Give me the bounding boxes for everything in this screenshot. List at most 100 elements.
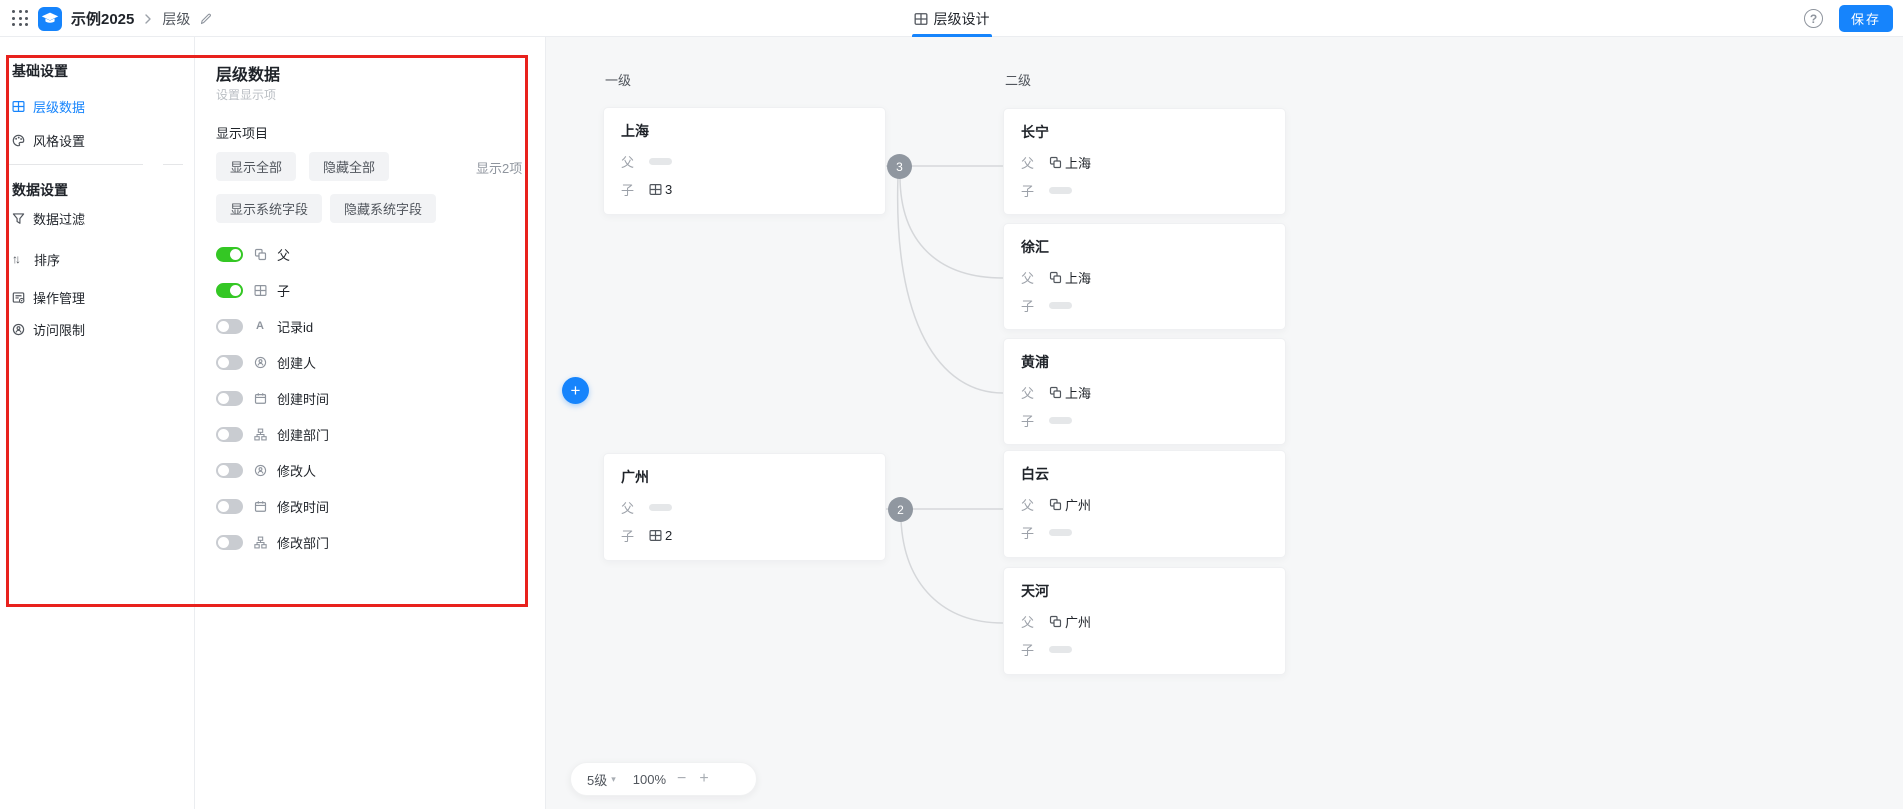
parent-field-label: 父 [1021, 156, 1035, 171]
field-row-modifier: 修改人 [216, 452, 516, 488]
node-card-tianhe[interactable]: 天河 父 广州 子 [1003, 567, 1286, 675]
field-toggle[interactable] [216, 462, 243, 478]
sidebar-item-data-filter[interactable]: 数据过滤 [12, 208, 85, 228]
child-field-label: 子 [1021, 414, 1035, 429]
field-toggle[interactable] [216, 498, 243, 514]
tab-label: 层级设计 [933, 10, 990, 27]
field-row-modify-time: 修改时间 [216, 488, 516, 524]
app-grid-icon[interactable] [12, 10, 29, 27]
field-toggle[interactable] [216, 354, 243, 370]
node-card-shanghai[interactable]: 上海 父 子 3 [603, 107, 886, 215]
child-field-label: 子 [1021, 526, 1035, 541]
node-card-guangzhou[interactable]: 广州 父 子 2 [603, 453, 886, 561]
field-label: 修改时间 [277, 499, 330, 515]
relation-icon [1049, 498, 1062, 511]
palette-icon [12, 134, 25, 147]
node-card-changning[interactable]: 长宁 父 上海 子 [1003, 108, 1286, 215]
level-select-value: 5级 [587, 772, 608, 788]
child-count-value: 2 [649, 528, 672, 543]
sidebar-section-data: 数据设置 [12, 182, 68, 198]
field-toggle-list: 父 子 A 记录id 创建人 [216, 236, 516, 560]
sidebar-item-label: 排序 [34, 252, 61, 268]
node-card-baiyun[interactable]: 白云 父 广州 子 [1003, 450, 1286, 558]
empty-value-dash [1049, 302, 1072, 309]
parent-row: 父 上海 [1021, 383, 1268, 402]
table-icon [253, 284, 267, 297]
empty-value-dash [1049, 646, 1072, 653]
field-toggle[interactable] [216, 534, 243, 550]
empty-value-dash [1049, 529, 1072, 536]
hide-system-fields-button[interactable]: 隐藏系统字段 [330, 194, 437, 223]
hierarchy-canvas[interactable]: 一级 二级 上海 父 子 3 广州 父 [546, 37, 1903, 809]
save-button[interactable]: 保存 [1838, 5, 1893, 32]
sidebar-divider-segment [163, 164, 183, 165]
field-row-modify-department: 修改部门 [216, 524, 516, 560]
child-row: 子 [1021, 411, 1268, 430]
show-system-fields-button[interactable]: 显示系统字段 [216, 194, 323, 223]
sidebar-item-access-restriction[interactable]: 访问限制 [12, 319, 85, 339]
empty-value-dash [1049, 187, 1072, 194]
topbar-center: 层级设计 [911, 0, 992, 37]
sidebar-item-style-settings[interactable]: 风格设置 [12, 130, 85, 150]
level-select[interactable]: 5级 ▾ [587, 770, 616, 789]
field-toggle[interactable] [216, 390, 243, 406]
parent-row: 父 广州 [1021, 612, 1268, 631]
sidebar-item-operations[interactable]: 操作管理 [12, 287, 85, 307]
field-row-creator: 创建人 [216, 344, 516, 380]
parent-name: 广州 [1065, 615, 1092, 630]
field-row-record-id: A 记录id [216, 308, 516, 344]
hide-all-button[interactable]: 隐藏全部 [309, 152, 390, 181]
bulk-buttons-row-2: 显示系统字段 隐藏系统字段 [216, 194, 437, 223]
sidebar-item-label: 访问限制 [33, 322, 86, 338]
parent-value: 上海 [1049, 153, 1091, 172]
field-label: 记录id [277, 319, 314, 335]
table-icon [649, 530, 662, 541]
parent-field-label: 父 [1021, 615, 1035, 630]
sidebar-item-label: 操作管理 [33, 290, 86, 306]
add-node-button[interactable]: + [562, 377, 589, 404]
empty-value-dash [1049, 417, 1072, 424]
parent-field-label: 父 [1021, 271, 1035, 286]
field-toggle[interactable] [216, 318, 243, 334]
field-toggle[interactable] [216, 246, 243, 262]
child-count-number: 3 [665, 182, 673, 197]
parent-field-label: 父 [621, 155, 635, 170]
child-field-label: 子 [1021, 184, 1035, 199]
child-count-badge[interactable]: 3 [887, 154, 912, 179]
zoom-out-button[interactable]: − [677, 770, 687, 787]
zoom-in-button[interactable]: + [699, 770, 709, 787]
rename-pencil-icon[interactable] [199, 12, 213, 26]
node-card-xuhui[interactable]: 徐汇 父 上海 子 [1003, 223, 1286, 330]
field-label: 创建时间 [277, 391, 330, 407]
sort-icon: ↑↓ [12, 252, 21, 266]
show-all-button[interactable]: 显示全部 [216, 152, 297, 181]
node-card-huangpu[interactable]: 黄浦 父 上海 子 [1003, 338, 1286, 445]
child-count-badge[interactable]: 2 [888, 497, 913, 522]
active-tab-underline [911, 34, 992, 37]
tab-hierarchy-design[interactable]: 层级设计 [911, 0, 992, 37]
field-row-create-department: 创建部门 [216, 416, 516, 452]
field-label: 父 [277, 247, 291, 263]
parent-name: 上海 [1065, 386, 1092, 401]
topbar-left: 示例2025 层级 [12, 0, 213, 37]
parent-name: 广州 [1065, 498, 1092, 513]
node-title: 白云 [1021, 466, 1049, 482]
parent-row: 父 [621, 152, 868, 171]
empty-value-dash [649, 504, 672, 511]
filter-icon [12, 212, 25, 225]
relation-icon [1049, 615, 1062, 628]
relation-icon [1049, 156, 1062, 169]
node-title: 天河 [1021, 583, 1049, 599]
panel-title: 层级数据 [216, 67, 281, 84]
field-toggle[interactable] [216, 282, 243, 298]
help-icon[interactable]: ? [1803, 9, 1823, 28]
node-title: 徐汇 [1021, 239, 1049, 255]
sidebar-item-sort[interactable]: ↑↓ 排序 [12, 249, 60, 269]
access-icon [12, 323, 25, 336]
app-logo-icon[interactable] [38, 6, 62, 31]
panel-subtitle: 设置显示项 [216, 88, 277, 102]
column-label-level1: 一级 [605, 73, 632, 88]
user-icon [253, 356, 267, 369]
sidebar-item-hierarchy-data[interactable]: 层级数据 [12, 96, 85, 116]
field-toggle[interactable] [216, 426, 243, 442]
